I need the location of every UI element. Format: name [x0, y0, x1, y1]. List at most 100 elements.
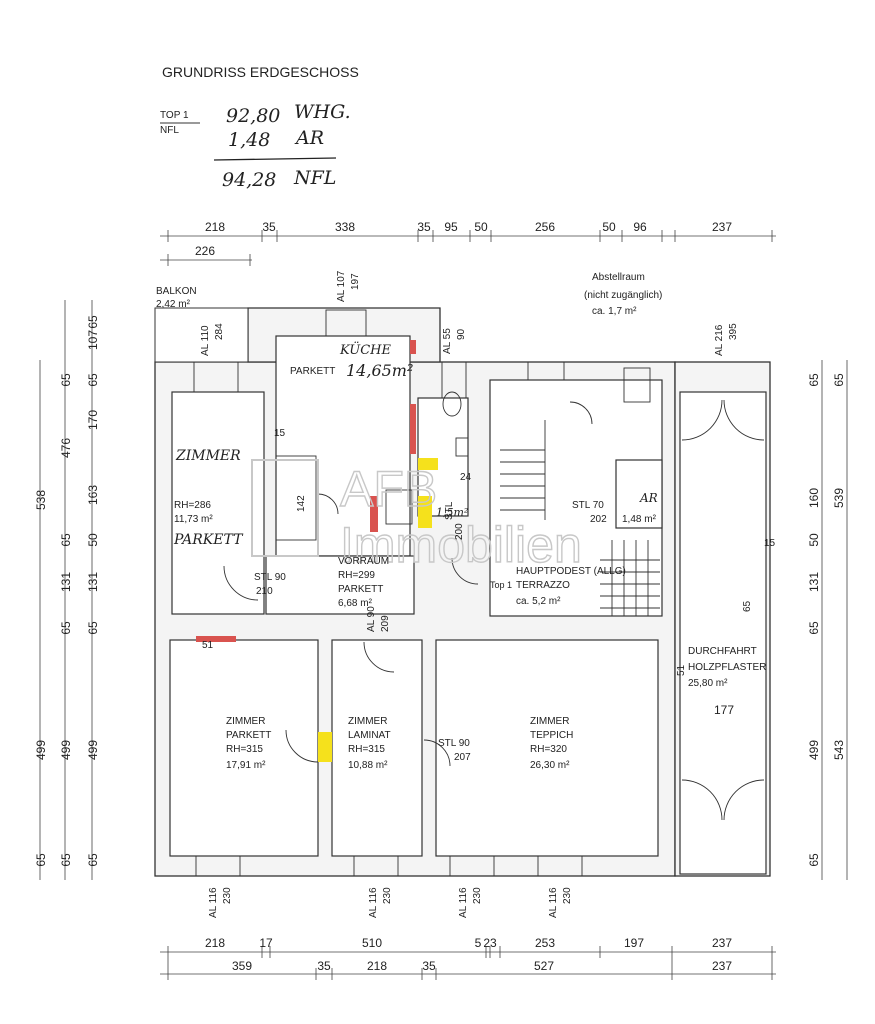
- ar-unit: AR: [294, 127, 324, 149]
- top1-marker: Top 1: [490, 580, 512, 590]
- dim-left-mid-6: 499: [59, 740, 73, 760]
- dim-right-inner-2: 160: [807, 488, 821, 508]
- balkon-name: BALKON: [156, 286, 197, 297]
- stl-wc-a: STL: [444, 501, 455, 520]
- whg-value: 92,80: [226, 105, 280, 127]
- al55-a: AL 55: [442, 328, 453, 354]
- balcony-outline: [154, 307, 249, 363]
- zimmer-se-name: ZIMMER: [530, 716, 569, 727]
- vorraum-area: 6,68 m²: [338, 598, 373, 609]
- zimmer-nw-rh: RH=286: [174, 500, 211, 511]
- al116-3b: 230: [472, 887, 483, 904]
- dim-right-inner-4: 131: [807, 572, 821, 592]
- zimmer-se-rh: RH=320: [530, 744, 567, 755]
- zimmer-nw-floor: PARKETT: [173, 532, 244, 548]
- dim-left-inner-4: 170: [86, 410, 100, 430]
- dim-bottom-row2-1: 359: [232, 959, 252, 973]
- sum-line: [213, 157, 337, 161]
- plan-title: GRUNDRISS ERDGESCHOSS: [162, 64, 359, 80]
- dim-top-3: 338: [335, 220, 355, 234]
- dim-bottom-4: 5: [475, 936, 482, 950]
- al116-4b: 230: [562, 887, 573, 904]
- kueche-area: 14,65m²: [346, 361, 413, 380]
- nfl-label: NFL: [160, 125, 179, 136]
- stl-zimmer-b: 207: [454, 752, 471, 763]
- durchfahrt-dim-65: 65: [742, 600, 753, 612]
- durchfahrt-dim-51: 51: [676, 664, 687, 676]
- dim-left-mid-3: 65: [59, 533, 73, 547]
- vorraum-name: VORRAUM: [338, 556, 389, 567]
- dim-bottom-5: 23: [483, 936, 497, 950]
- room-vorraum[interactable]: [265, 555, 415, 615]
- dim-left-outer-2: 499: [34, 740, 48, 760]
- dim-bottom-2: 17: [259, 936, 273, 950]
- al90-b: 209: [380, 615, 391, 632]
- dim-top-6: 50: [474, 220, 488, 234]
- toilet-icon: [442, 391, 462, 417]
- durchfahrt-width: 177: [714, 703, 734, 717]
- top-label: TOP 1: [160, 110, 189, 121]
- whg-unit: WHG.: [294, 101, 351, 123]
- zimmer-nw-name: ZIMMER: [175, 448, 241, 464]
- dim-top-7: 256: [535, 220, 555, 234]
- dim-bottom-8: 237: [712, 936, 732, 950]
- zimmer-sw-name: ZIMMER: [226, 716, 265, 727]
- dim-bottom-row2-4: 35: [422, 959, 436, 973]
- zimmer-sw-area: 17,91 m²: [226, 760, 266, 771]
- abstellraum-note: (nicht zugänglich): [584, 290, 662, 301]
- dim-left-mid-1: 65: [59, 373, 73, 387]
- durchfahrt-area: 25,80 m²: [688, 678, 728, 689]
- dim-left-mid-2: 476: [59, 438, 73, 458]
- room-zimmer-nw[interactable]: [171, 391, 265, 615]
- wc-area: 1,5m²: [436, 506, 468, 519]
- stl-ar-b: 202: [590, 514, 607, 525]
- dim-bottom-1: 218: [205, 936, 225, 950]
- room-zimmer-s[interactable]: [331, 639, 423, 857]
- stl-ar-a: STL 70: [572, 500, 604, 511]
- red-highlight-kitchen-top: [410, 340, 416, 354]
- dim-top-9: 96: [633, 220, 647, 234]
- nw-dim-51: 51: [202, 640, 214, 651]
- dim-left-mid-5: 65: [59, 621, 73, 635]
- shower-icon: [385, 489, 413, 525]
- dim-top-4: 35: [417, 220, 431, 234]
- dim-bottom-row2-3: 218: [367, 959, 387, 973]
- al116-2a: AL 116: [368, 887, 379, 918]
- al116-2b: 230: [382, 887, 393, 904]
- red-highlight-kitchen: [410, 404, 416, 454]
- dim-left-outer-3: 65: [34, 853, 48, 867]
- al216-b: 395: [728, 323, 739, 340]
- zimmer-nw-area: 11,73 m²: [174, 514, 213, 525]
- red-highlight-nw: [196, 636, 236, 642]
- zimmer-se-area: 26,30 m²: [530, 760, 570, 771]
- yellow-highlight-wc-1: [418, 458, 438, 470]
- zimmer-sw-floor: PARKETT: [226, 730, 271, 741]
- room-durchfahrt[interactable]: [679, 391, 767, 875]
- windows-bottom: [195, 855, 583, 877]
- vorraum-floor: PARKETT: [338, 584, 383, 595]
- watermark-logo: [251, 459, 319, 557]
- room-kueche[interactable]: [275, 335, 411, 557]
- dim-right-outer-2: 539: [832, 488, 846, 508]
- hauptpodest-area: ca. 5,2 m²: [516, 596, 561, 607]
- dim-left-inner-8: 65: [86, 621, 100, 635]
- zimmer-s-rh: RH=315: [348, 744, 385, 755]
- stl-vorraum-b: 210: [256, 586, 273, 597]
- dim-top-1: 218: [205, 220, 225, 234]
- durchfahrt-dim-15: 15: [764, 538, 776, 549]
- dim-right-inner-7: 65: [807, 853, 821, 867]
- yellow-highlight-wc-2: [418, 496, 432, 528]
- vorraum-rh: RH=299: [338, 570, 375, 581]
- al55-b: 90: [456, 328, 467, 340]
- al110-b: 284: [214, 323, 225, 340]
- windows-top: [193, 309, 651, 403]
- room-zimmer-se[interactable]: [435, 639, 659, 857]
- dim-right-outer-1: 65: [832, 373, 846, 387]
- al216-a: AL 216: [714, 324, 725, 356]
- room-zimmer-sw[interactable]: [169, 639, 319, 857]
- room-ar[interactable]: [615, 459, 663, 529]
- dim-left-mid-7: 65: [59, 853, 73, 867]
- ar-area: 1,48 m²: [622, 514, 657, 525]
- stair-treads: [500, 420, 660, 616]
